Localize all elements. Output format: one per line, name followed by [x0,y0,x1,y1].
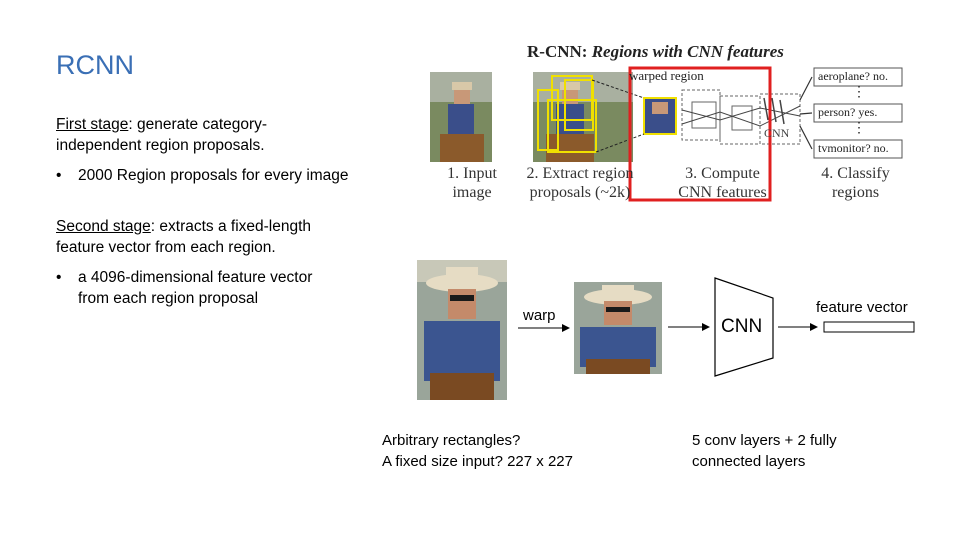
feature-arrow-head [810,323,818,331]
step-1-line1: 1. Input [447,165,497,182]
first-stage-paragraph: First stage: generate category- independ… [56,114,376,156]
step-2: 2. Extract region proposals (~2k) [515,164,645,202]
cnn-blocks [681,89,801,145]
output-box-tvmonitor [813,139,903,159]
cnn-small-label: CNN [764,126,790,140]
proposal-image-thumbnail [533,72,633,162]
warp-dashed-lines [591,79,645,153]
cnn-label: CNN [721,316,763,337]
second-stage-text-1: : extracts a fixed-length [150,218,312,235]
slide-title: RCNN [56,50,134,80]
cnn-trapezoid [714,277,774,377]
step-1-line2: image [452,184,492,201]
first-stage-text-2: independent region proposals. [56,137,265,154]
warp-arrow-head [562,324,570,332]
step-4-line1: 4. Classify [821,165,890,182]
first-stage-text-1: : generate category- [128,116,268,133]
bullet-glyph: • [56,167,62,184]
note-arbitrary-rectangles: Arbitrary rectangles? A fixed size input… [382,430,573,472]
bullet-glyph: • [56,269,62,286]
first-stage-bullet-text: 2000 Region proposals for every image [78,167,349,184]
output-box-aeroplane [813,67,903,87]
note-right-line2: connected layers [692,453,806,470]
figure-title-italic: Regions with CNN features [591,42,784,61]
output-ellipsis-2: ⋮ [852,121,866,136]
first-stage-heading: First stage [56,116,129,133]
warped-region-thumbnail [643,97,677,135]
note-left-line2: A fixed size input? 227 x 227 [382,453,573,470]
pipeline-graphic [417,260,915,400]
second-stage-paragraph: Second stage: extracts a fixed-length fe… [56,216,376,258]
feature-vector-box [823,321,915,333]
step-1: 1. Input image [432,164,512,202]
second-stage-bullet-text-1: a 4096-dimensional feature vector [78,269,313,286]
second-stage-heading: Second stage [56,218,151,235]
original-photo [417,260,507,400]
step-4-line2: regions [831,184,880,201]
note-left-line1: Arbitrary rectangles? [382,432,521,449]
second-stage-text-2: feature vector from each region. [56,239,276,256]
first-stage-bullet: • 2000 Region proposals for every image [56,165,349,186]
output-person: person? yes. [818,105,878,119]
second-stage-bullet: • a 4096-dimensional feature vector from… [56,267,313,309]
output-ellipsis-1: ⋮ [852,85,866,100]
figure-title-bold: R-CNN: [527,42,592,61]
note-right-line1: 5 conv layers + 2 fully [692,432,837,449]
note-conv-layers: 5 conv layers + 2 fully connected layers [692,430,837,472]
figure-title: R-CNN: Regions with CNN features [527,42,784,62]
input-image-thumbnail [430,72,492,162]
step-2-line2: proposals (~2k) [529,184,631,201]
rcnn-figure-graphic [430,66,903,202]
step-3-line2: CNN features [678,184,767,201]
warped-region-label: warped region [629,68,704,83]
highlight-box [628,66,772,202]
step-4: 4. Classify regions [808,164,903,202]
warp-label: warp [523,307,556,324]
output-aeroplane: aeroplane? no. [818,69,888,83]
step-3: 3. Compute CNN features [665,164,780,202]
feature-vector-label: feature vector [816,299,908,316]
cnn-input-arrow-head [702,323,710,331]
warped-photo [574,282,662,374]
step-2-line1: 2. Extract region [526,165,634,182]
step-3-line1: 3. Compute [685,165,760,182]
output-arrows [799,76,813,150]
second-stage-bullet-text-2: from each region proposal [78,290,259,307]
output-box-person [813,103,903,123]
output-tvmonitor: tvmonitor? no. [818,141,889,155]
